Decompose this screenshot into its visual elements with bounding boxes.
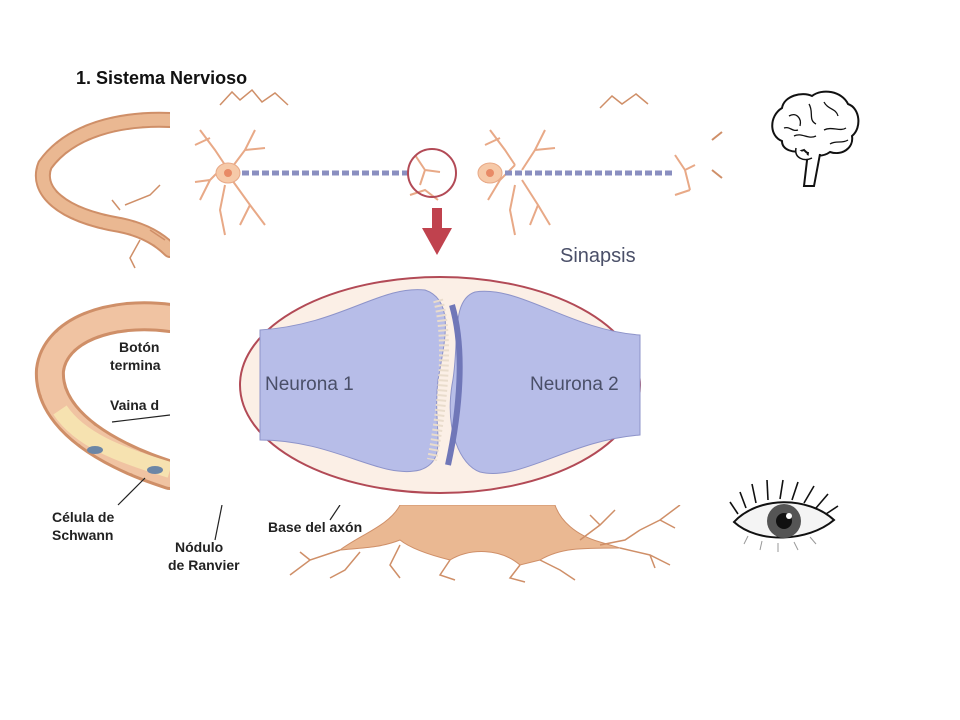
label-schwann: Schwann	[52, 527, 113, 543]
label-nodulo: Nódulo	[175, 539, 223, 555]
synapse-zoom: Neurona 1 Neurona 2	[239, 276, 641, 494]
label-base-axon: Base del axón	[268, 519, 362, 535]
label-ranvier: de Ranvier	[168, 557, 240, 573]
myelinated-axon-top	[34, 111, 178, 258]
brain-icon	[771, 90, 860, 187]
dendrites-top-center	[219, 88, 649, 109]
myelinated-axon-bottom	[34, 301, 185, 490]
eye-icon	[729, 479, 839, 552]
synapse-panel: Sinapsis Neurona 1 Neurona 2	[170, 110, 710, 505]
dendrites-top-left	[111, 184, 166, 269]
slide-title: 1. Sistema Nervioso	[76, 68, 248, 88]
neuron-soma-base	[289, 504, 681, 583]
synapse-title: Sinapsis	[560, 245, 636, 267]
arrow-down	[422, 208, 452, 255]
label-vaina: Vaina d	[110, 397, 159, 413]
label-celula: Célula de	[52, 509, 114, 525]
label-boton: Botón	[119, 339, 159, 355]
neuron-chain	[194, 129, 696, 236]
neuron-2-label: Neurona 2	[530, 374, 619, 395]
label-terminal: termina	[110, 357, 161, 373]
neuron-1-label: Neurona 1	[265, 374, 354, 395]
